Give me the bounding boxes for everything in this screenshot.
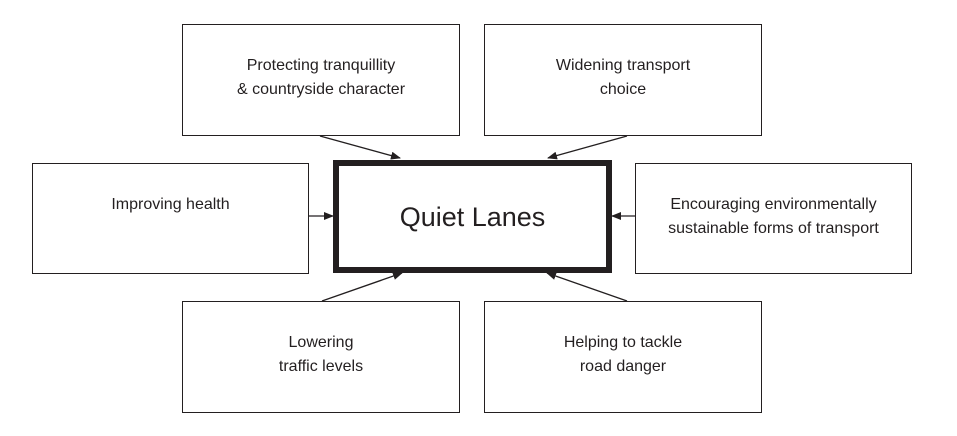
box-line: Protecting tranquillity <box>246 57 396 74</box>
box-improving-health-text: Improving health <box>111 193 229 217</box>
box-line: road danger <box>579 358 667 375</box>
box-line: Improving health <box>111 196 230 213</box>
box-line: Encouraging environmentally <box>670 196 877 213</box>
box-line: sustainable forms of transport <box>668 220 879 237</box>
box-helping-tackle-road-danger-text: Helping to tackle road danger <box>564 331 682 379</box>
box-line: traffic levels <box>278 358 364 375</box>
box-protecting-tranquillity: Protecting tranquillity & countryside ch… <box>182 24 460 136</box>
box-encouraging-sustainable-transport-text: Encouraging environmentally sustainable … <box>668 193 879 241</box>
arrow-bottom-right-to-center <box>546 272 628 302</box>
box-helping-tackle-road-danger: Helping to tackle road danger <box>484 301 762 413</box>
box-line: Helping to tackle <box>563 334 683 351</box>
box-lowering-traffic-levels-text: Lowering traffic levels <box>279 331 363 379</box>
box-improving-health: Improving health <box>32 163 309 274</box>
box-line: Widening transport <box>555 57 691 74</box>
arrow-top-left-to-center <box>319 135 401 160</box>
box-line: choice <box>599 81 647 98</box>
box-line: Lowering <box>288 334 354 351</box>
center-box-quiet-lanes: Quiet Lanes <box>333 160 612 273</box>
arrow-top-right-to-center <box>547 135 628 160</box>
arrow-bottom-left-to-center <box>321 272 403 302</box>
box-widening-transport-choice-text: Widening transport choice <box>556 54 690 102</box>
box-line: & countryside character <box>236 81 406 98</box>
box-encouraging-sustainable-transport: Encouraging environmentally sustainable … <box>635 163 912 274</box>
box-widening-transport-choice: Widening transport choice <box>484 24 762 136</box>
box-lowering-traffic-levels: Lowering traffic levels <box>182 301 460 413</box>
box-protecting-tranquillity-text: Protecting tranquillity & countryside ch… <box>237 54 405 102</box>
center-title: Quiet Lanes <box>399 201 546 232</box>
